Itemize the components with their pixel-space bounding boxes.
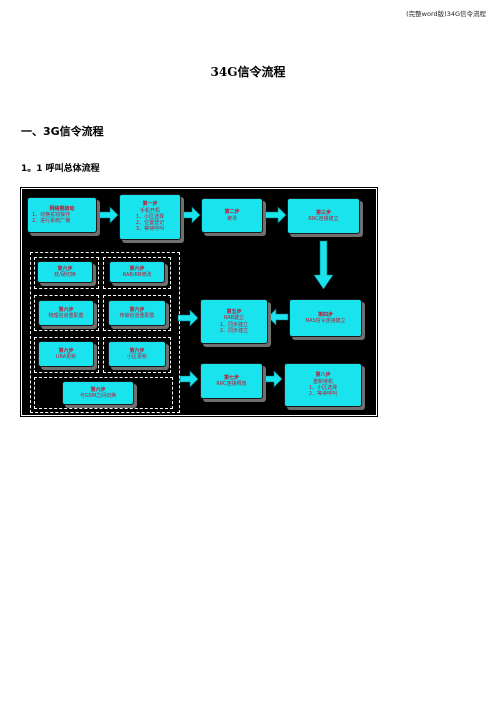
arrow-group-n7 xyxy=(179,370,199,388)
node-step6-phy-channel-reconfig: 第六步 物理信道重配置 xyxy=(38,300,94,326)
node-title: 第六步 xyxy=(129,306,145,313)
arrow-n4-n5 xyxy=(313,240,334,290)
node-line: 物理信道重配置 xyxy=(48,313,84,319)
step6-cell-6 xyxy=(103,337,171,373)
node-title: 网络侧启动 xyxy=(49,205,75,212)
node-line: 小区更新 xyxy=(126,354,147,360)
node-line: 2、同步建立 xyxy=(219,327,249,334)
arrow-group-n6 xyxy=(177,309,199,327)
flow-arrows xyxy=(97,206,334,388)
step6-group xyxy=(30,252,180,413)
node-line: 1、同步建立 xyxy=(219,321,249,328)
step6-cell-4 xyxy=(103,295,171,331)
call-flow-diagram: 网络侧启动 1、切换扰动操作 2、进行系统广播 第一步 手机开机 1、小区选择 … xyxy=(20,187,378,417)
node-title: 第五步 xyxy=(226,308,242,315)
node-step6-handover: 第六步 软/硬切换 xyxy=(37,261,93,283)
node-step2-paging: 第二步 被寻 xyxy=(201,198,263,233)
node-network-start: 网络侧启动 1、切换扰动操作 2、进行系统广播 xyxy=(27,197,97,233)
node-title: 第三步 xyxy=(315,209,331,216)
node-title: 第七步 xyxy=(223,374,239,381)
node-line: NAS信令连接建立 xyxy=(305,318,346,324)
arrow-n2-n3 xyxy=(180,206,201,224)
node-step6-rab-rb-modify: 第六步 RAB/RB修改 xyxy=(109,261,165,283)
node-title: 第八步 xyxy=(315,372,331,379)
node-title: 第六步 xyxy=(58,347,74,354)
node-step4-nas-setup: 第四步 NAS信令连接建立 xyxy=(289,299,362,337)
node-line: 2、位置登记 xyxy=(135,220,165,227)
subsection-heading: 1。1 呼叫总体流程 xyxy=(21,164,100,174)
step6-cell-1 xyxy=(34,257,99,289)
diagram-canvas: 网络侧启动 1、切换扰动操作 2、进行系统广播 第一步 手机开机 1、小区选择 … xyxy=(22,189,376,415)
step6-cell-7 xyxy=(34,377,173,409)
node-line: 3、等待呼叫 xyxy=(135,226,165,233)
node-step6-ura-update: 第六步 URA更新 xyxy=(38,341,94,367)
step6-cell-3 xyxy=(34,295,99,331)
page-header-note: (完整word版)34G信令流程 xyxy=(406,10,486,18)
node-title: 第四步 xyxy=(317,311,333,318)
node-step7-rrc-release: 第七步 RRC连接释放 xyxy=(200,363,263,399)
node-step6-cell-update: 第六步 小区更新 xyxy=(108,341,166,367)
node-step8-reidle: 第八步 重新待机 1、小区选择 2、等待呼叫 xyxy=(284,363,362,407)
node-line: 1、小区选择 xyxy=(135,213,165,220)
node-line: 2、等待呼叫 xyxy=(308,391,338,398)
document-title: 34G信令流程 xyxy=(210,65,286,79)
step6-cell-5 xyxy=(34,337,99,373)
node-step6-gsm-handover: 第六步 与GSM之间切换 xyxy=(62,381,134,405)
node-line: 1、小区选择 xyxy=(308,385,338,391)
node-line: 1、切换扰动操作 xyxy=(32,211,71,218)
node-step1-power-on: 第一步 手机开机 1、小区选择 2、位置登记 3、等待呼叫 xyxy=(119,194,181,240)
node-line: RAB建立 xyxy=(223,315,245,322)
node-title: 第六步 xyxy=(57,265,73,272)
node-title: 第六步 xyxy=(129,265,145,272)
node-title: 第六步 xyxy=(129,347,145,354)
arrow-n1-n2 xyxy=(97,206,119,224)
node-title: 第一步 xyxy=(142,201,158,208)
node-title: 第六步 xyxy=(58,306,74,313)
node-step5-rab-setup: 第五步 RAB建立 1、同步建立 2、同步建立 xyxy=(200,299,268,344)
arrow-n5-n6 xyxy=(267,308,289,326)
node-title: 第二步 xyxy=(224,209,240,216)
node-line: RRC连接释放 xyxy=(216,381,247,387)
step6-cell-2 xyxy=(103,257,171,289)
node-line: 与GSM之间切换 xyxy=(79,393,117,399)
node-line: 手机开机 xyxy=(139,207,160,214)
arrow-n3-n4 xyxy=(263,206,287,224)
node-line: RRC连接建立 xyxy=(308,216,339,222)
node-step6-transport-channel-reconfig: 第六步 传输信道重配置 xyxy=(108,300,166,326)
node-line: 被寻 xyxy=(226,215,237,222)
node-line: 重新待机 xyxy=(312,378,333,385)
node-step3-rrc-setup: 第三步 RRC连接建立 xyxy=(287,198,360,234)
node-title: 第六步 xyxy=(90,386,106,393)
node-line: 软/硬切换 xyxy=(54,272,76,278)
node-line: 传输信道重配置 xyxy=(119,313,155,319)
node-line: RAB/RB修改 xyxy=(122,272,152,278)
section-heading: 一、3G信令流程 xyxy=(21,125,104,138)
arrow-n7-n8 xyxy=(262,370,283,388)
node-line: URA更新 xyxy=(55,354,77,360)
node-line: 2、进行系统广播 xyxy=(32,218,71,225)
